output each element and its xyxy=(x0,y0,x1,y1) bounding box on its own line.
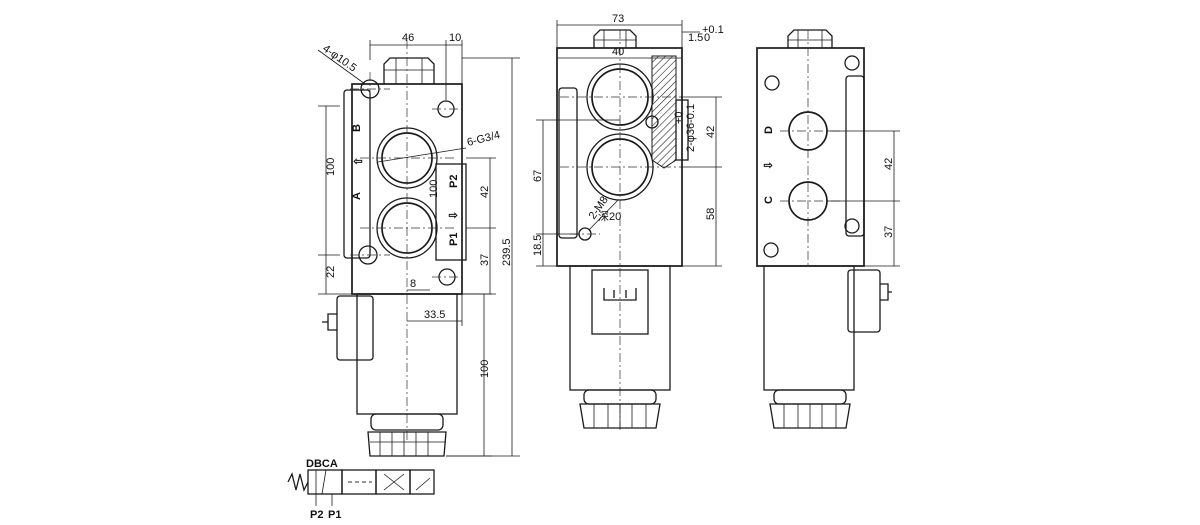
side-hatched-section xyxy=(651,55,677,169)
back-connector xyxy=(880,283,892,301)
port-label-p2: P2 xyxy=(448,175,460,188)
side-left-rail xyxy=(558,87,578,239)
side-connector-glyph xyxy=(603,288,637,301)
front-nut-upper xyxy=(370,413,444,431)
symbol-p1: P1 xyxy=(328,509,341,521)
dim-40: 40 xyxy=(612,46,624,58)
back-body xyxy=(756,47,865,267)
dim-100-left: 100 xyxy=(325,158,337,176)
port-label-a: A xyxy=(351,192,363,200)
side-top-cap xyxy=(593,29,637,48)
dim-100-inner: 100 xyxy=(428,180,440,198)
dim-73: 73 xyxy=(612,13,624,25)
dim-37-back: 37 xyxy=(883,226,895,238)
back-hole-bottom-left xyxy=(763,242,779,258)
dim-58: 58 xyxy=(705,208,717,220)
dim-6-ports: 6-G3/4 xyxy=(466,129,502,149)
dim-37-front: 37 xyxy=(479,254,491,266)
front-coil-box xyxy=(336,295,374,361)
dim-18-5: 18.5 xyxy=(532,235,544,256)
front-left-rail xyxy=(343,89,371,259)
back-hole-bottom-right xyxy=(844,218,860,234)
back-coil-box xyxy=(847,269,881,333)
port-arrow-down: ⇩ xyxy=(448,211,460,220)
dim-gap-1-5: 1.5 xyxy=(688,32,703,44)
side-ledge xyxy=(675,99,689,161)
port-label-p1: P1 xyxy=(448,233,460,246)
dim-46: 46 xyxy=(402,32,414,44)
dim-42-front: 42 xyxy=(479,186,491,198)
port-arrow-up: ⇧ xyxy=(353,157,365,166)
dim-42-side: 42 xyxy=(705,126,717,138)
front-view: 46 10 4-φ10.5 6-G3/4 100 22 100 42 xyxy=(317,32,520,457)
symbol-box-3 xyxy=(375,469,411,495)
back-solenoid-body xyxy=(763,265,855,391)
back-hole-top-left xyxy=(764,75,780,91)
front-top-cap xyxy=(383,57,435,84)
dim-239-5: 239.5 xyxy=(501,238,513,266)
dim-slot-spec: 2-φ36-0.1 xyxy=(685,104,697,152)
front-knurled-knob xyxy=(367,431,447,457)
side-knob xyxy=(579,403,661,429)
symbol-ports-top: DBCA xyxy=(306,458,338,470)
dim-8: 8 xyxy=(410,278,416,290)
dim-depth-20: 深20 xyxy=(598,210,621,223)
back-top-cap xyxy=(787,29,833,48)
side-view: 73 40 +0.1 1.5 0 +0 2-φ36-0.1 42 58 xyxy=(532,13,724,430)
back-right-rail xyxy=(845,75,865,237)
front-port-plate xyxy=(435,163,467,261)
dim-33-5: 33.5 xyxy=(424,309,445,321)
back-hole-top-right xyxy=(844,55,860,71)
back-view: 42 37 D ⇩ C xyxy=(756,29,900,429)
side-coil-window xyxy=(591,269,649,335)
side-small-hole xyxy=(645,115,659,129)
dim-42-back: 42 xyxy=(883,158,895,170)
dim-tol-plus: +0.1 xyxy=(702,24,724,36)
front-connector xyxy=(322,313,337,331)
dim-100-solenoid: 100 xyxy=(479,360,491,378)
dim-tol-zero: 0 xyxy=(704,32,710,44)
dim-67: 67 xyxy=(532,170,544,182)
dim-10: 10 xyxy=(449,32,461,44)
port-label-c: C xyxy=(763,196,775,204)
port-label-d: D xyxy=(763,126,775,134)
hydraulic-symbol: DBCA P2 P1 xyxy=(287,458,435,521)
symbol-p2: P2 xyxy=(310,509,323,521)
back-nut xyxy=(773,389,847,405)
port-arrow-back: ⇩ xyxy=(763,161,775,170)
back-knob xyxy=(769,403,851,429)
symbol-box-4 xyxy=(409,469,435,495)
dim-22: 22 xyxy=(325,266,337,278)
dim-slot-tol: +0 xyxy=(673,111,685,124)
symbol-spring xyxy=(287,472,309,492)
dim-4-holes: 4-φ10.5 xyxy=(320,43,358,75)
port-label-b: B xyxy=(351,124,363,132)
